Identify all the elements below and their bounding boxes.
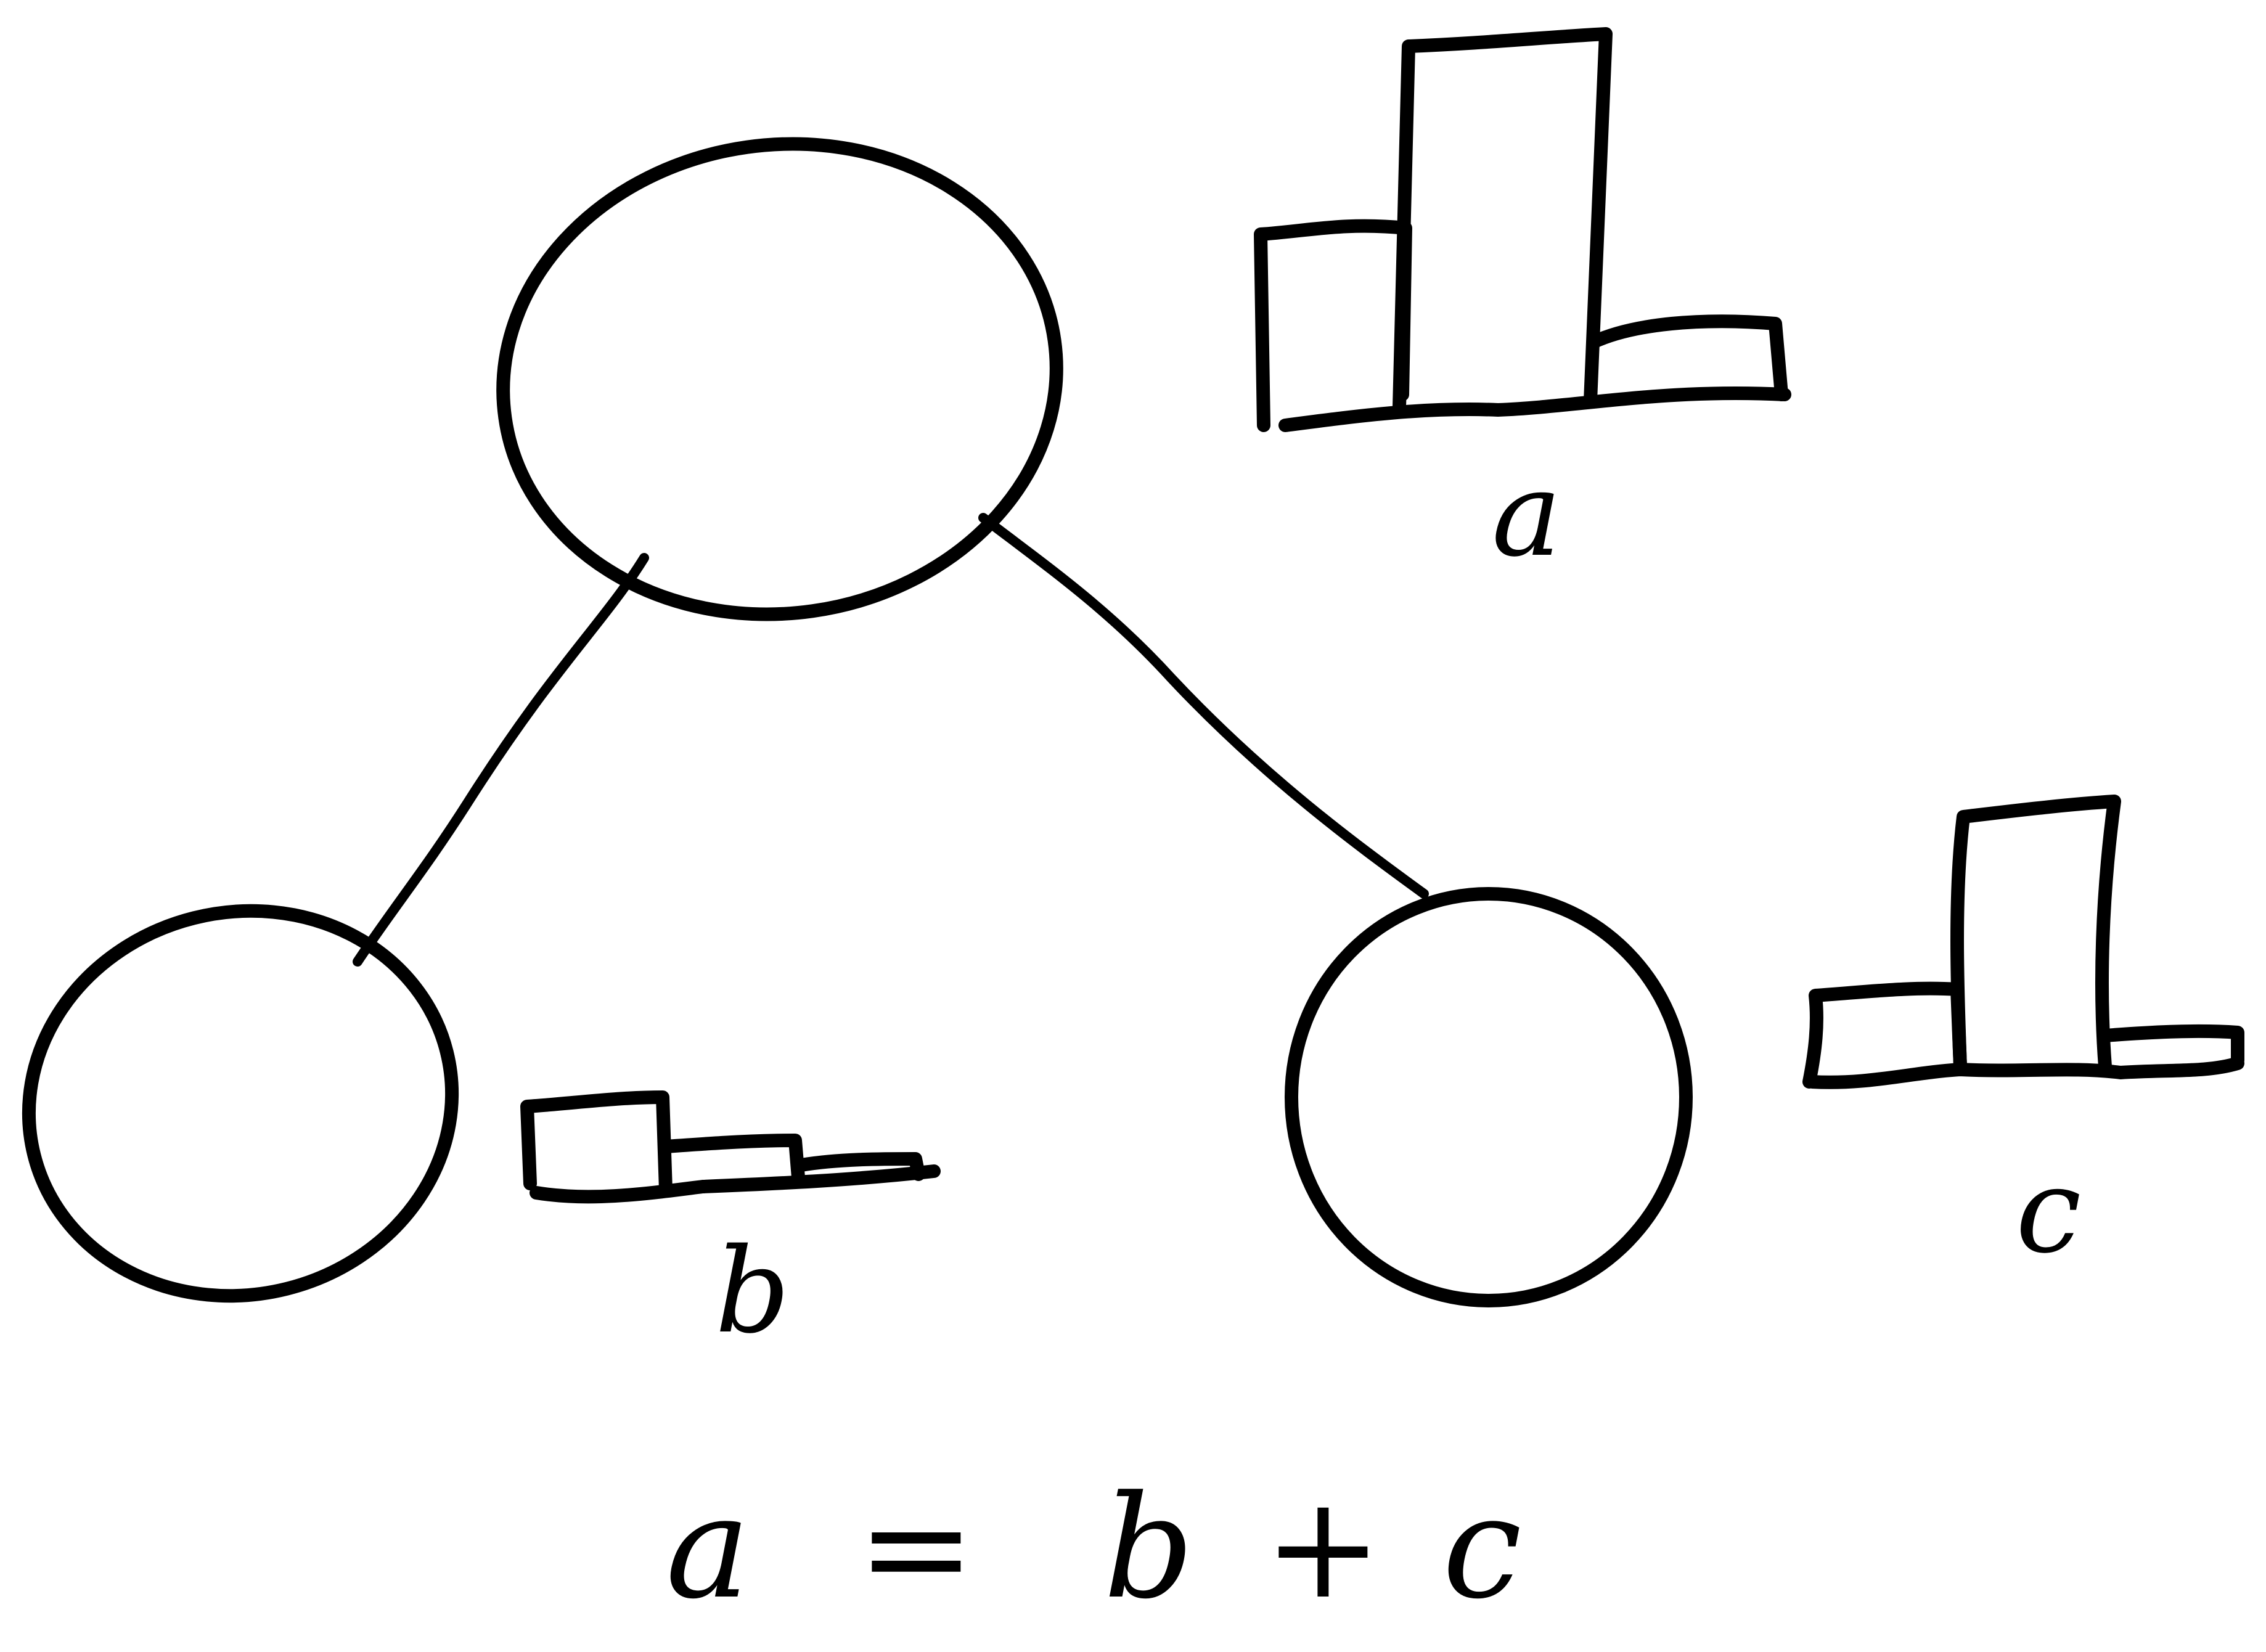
edge-root-to-right: [978, 513, 1429, 899]
equation: a = b + c: [666, 1466, 1522, 1630]
node-left: [22, 904, 459, 1303]
histogram-b: [520, 1090, 941, 1204]
equation-lhs: a: [666, 1466, 750, 1630]
histogram-b-bar-3: [795, 1152, 925, 1181]
equation-plus: +: [1264, 1466, 1383, 1630]
node-root: [496, 137, 1063, 621]
label-c: c: [2016, 1143, 2081, 1279]
histogram-a-bar-1: [1254, 219, 1412, 432]
equation-term1: b: [1103, 1466, 1194, 1630]
edge-root-to-left: [353, 553, 649, 967]
equation-equals: =: [857, 1466, 976, 1630]
histogram-a: [1254, 27, 1791, 432]
histogram-c-bar-1: [1802, 981, 1967, 1089]
histogram-a-bar-2: [1393, 27, 1613, 414]
histogram-a-baseline: [1278, 386, 1791, 432]
label-a: a: [1492, 446, 1561, 583]
histogram-b-baseline: [530, 1164, 941, 1204]
histogram-c: [1802, 795, 2244, 1089]
label-b: b: [715, 1223, 790, 1359]
equation-term2: c: [1442, 1466, 1522, 1630]
histogram-c-bar-3: [2098, 1024, 2244, 1067]
node-right: [1285, 887, 1693, 1307]
histogram-b-bar-2: [659, 1134, 805, 1184]
histogram-c-bar-2: [1950, 795, 2121, 1073]
histogram-c-baseline: [1806, 1057, 2244, 1089]
histogram-b-bar-1: [520, 1090, 673, 1196]
histogram-a-bar-3: [1587, 314, 1788, 401]
